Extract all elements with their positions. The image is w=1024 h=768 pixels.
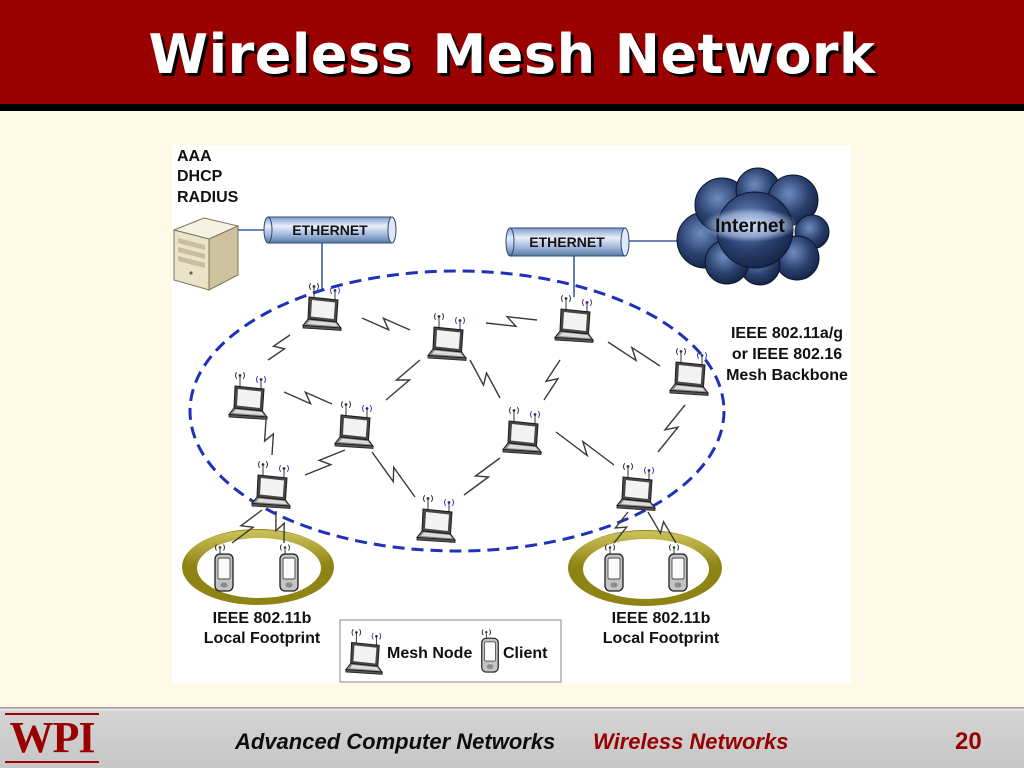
mesh-node-laptop-icon [427, 313, 467, 361]
backbone-label-line: Mesh Backbone [726, 367, 848, 384]
server-label-aaa: AAA [177, 148, 212, 165]
footprint-right [568, 530, 722, 606]
wireless-link-icon [647, 511, 677, 544]
wireless-links [231, 315, 686, 544]
wireless-link-icon [485, 315, 538, 328]
footprint-left [182, 529, 334, 605]
ethernet-label: ETHERNET [292, 222, 368, 238]
mesh-network-diagram: AAA DHCP RADIUS ETHERNET ETHERNET [172, 145, 851, 683]
wireless-link-icon [267, 334, 291, 361]
wireless-link-icon [613, 511, 629, 544]
wireless-link-icon [361, 316, 411, 332]
slide-title: Wireless Mesh Network [148, 23, 876, 86]
footer-topic: Wireless Networks [593, 729, 789, 754]
mesh-nodes [228, 283, 709, 543]
page-number: 20 [955, 728, 982, 755]
wireless-link-icon [555, 431, 615, 466]
footprint-label-line: Local Footprint [603, 630, 720, 647]
wireless-link-icon [371, 451, 416, 498]
footprint-left-label: IEEE 802.11b Local Footprint [204, 610, 321, 647]
legend-mesh-node-label: Mesh Node [387, 645, 472, 662]
legend-box: Mesh Node Client [339, 619, 562, 683]
server-labels: AAA DHCP RADIUS [177, 148, 239, 206]
title-banner: Wireless Mesh Network [0, 0, 1024, 104]
footprint-label-line: IEEE 802.11b [213, 610, 312, 627]
ethernet-segment-left: ETHERNET [263, 216, 397, 244]
wireless-link-icon [385, 359, 421, 401]
wireless-link-icon [463, 457, 501, 496]
wireless-link-icon [543, 359, 561, 401]
server-label-dhcp: DHCP [177, 168, 223, 185]
wireless-link-icon [304, 449, 346, 476]
mesh-node-laptop-icon [416, 495, 456, 543]
ethernet-segment-right: ETHERNET [505, 227, 630, 257]
wireless-link-icon [231, 509, 263, 544]
backbone-label-line: IEEE 802.11a/g [731, 325, 843, 342]
wpi-logo-text: WPI [9, 713, 96, 762]
banner-divider [0, 104, 1024, 111]
wired-connections [238, 229, 684, 297]
footer-bar: WPI Advanced Computer Networks Wireless … [0, 707, 1024, 768]
backbone-label-line: or IEEE 802.16 [732, 346, 842, 363]
footer-course-title: Advanced Computer Networks [235, 729, 556, 754]
legend-client-label: Client [503, 645, 548, 662]
footprint-label-line: IEEE 802.11b [612, 610, 711, 627]
mesh-node-laptop-icon [554, 295, 594, 343]
mesh-node-laptop-icon [669, 348, 709, 396]
wireless-link-icon [469, 359, 501, 399]
server-tower-icon [172, 217, 240, 291]
server-label-radius: RADIUS [177, 189, 239, 206]
footprint-right-label: IEEE 802.11b Local Footprint [603, 610, 720, 647]
mesh-node-laptop-icon [334, 401, 374, 449]
mesh-node-laptop-icon [251, 461, 291, 509]
backbone-label: IEEE 802.11a/g or IEEE 802.16 Mesh Backb… [726, 325, 848, 384]
internet-label: Internet [715, 216, 785, 237]
wireless-link-icon [607, 341, 661, 367]
internet-cloud-icon: Internet [676, 167, 830, 286]
wireless-link-icon [657, 404, 686, 453]
mesh-node-laptop-icon [228, 372, 268, 420]
wireless-link-icon [263, 419, 275, 456]
wpi-logo: WPI [5, 713, 99, 763]
mesh-node-laptop-icon [502, 407, 542, 455]
footprint-label-line: Local Footprint [204, 630, 321, 647]
wireless-link-icon [275, 510, 285, 544]
mesh-backbone-boundary [188, 269, 726, 553]
mesh-node-laptop-icon [616, 463, 656, 511]
wireless-link-icon [283, 390, 333, 406]
ethernet-label: ETHERNET [529, 234, 605, 250]
